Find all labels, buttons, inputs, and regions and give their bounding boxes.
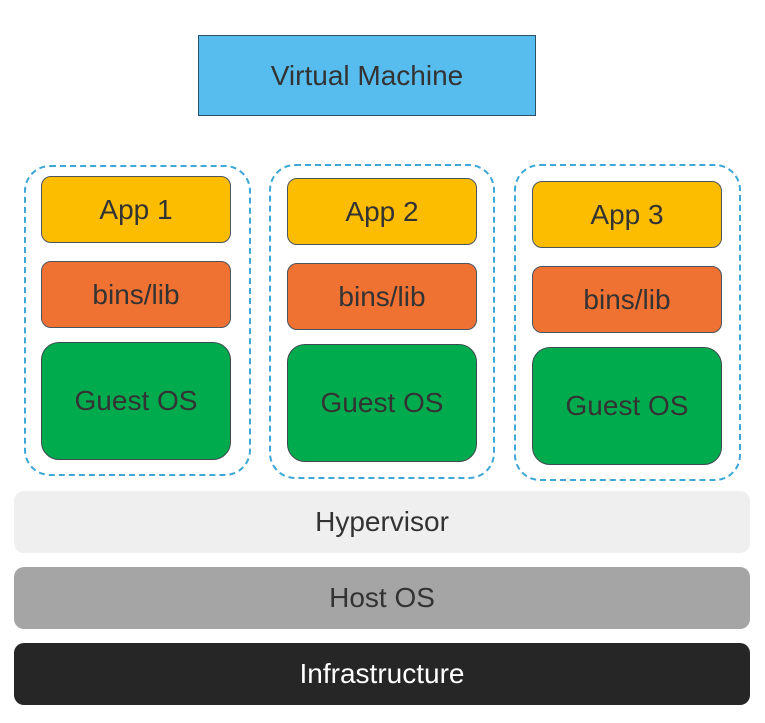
guest-os-1-box: Guest OS <box>41 342 231 460</box>
infrastructure-layer: Infrastructure <box>14 643 750 705</box>
vm-group-1 <box>24 165 251 476</box>
app-1-box: App 1 <box>41 176 231 243</box>
bins-lib-3-box: bins/lib <box>532 266 722 333</box>
bins-lib-2-box: bins/lib <box>287 263 477 330</box>
app-2-box: App 2 <box>287 178 477 245</box>
vm-group-3 <box>514 164 741 481</box>
bins-lib-1-box: bins/lib <box>41 261 231 328</box>
app-3-box: App 3 <box>532 181 722 248</box>
hypervisor-layer: Hypervisor <box>14 491 750 553</box>
vm-group-2 <box>269 164 495 479</box>
guest-os-3-box: Guest OS <box>532 347 722 465</box>
virtual-machine-title: Virtual Machine <box>198 35 536 116</box>
host-os-layer: Host OS <box>14 567 750 629</box>
guest-os-2-box: Guest OS <box>287 344 477 462</box>
